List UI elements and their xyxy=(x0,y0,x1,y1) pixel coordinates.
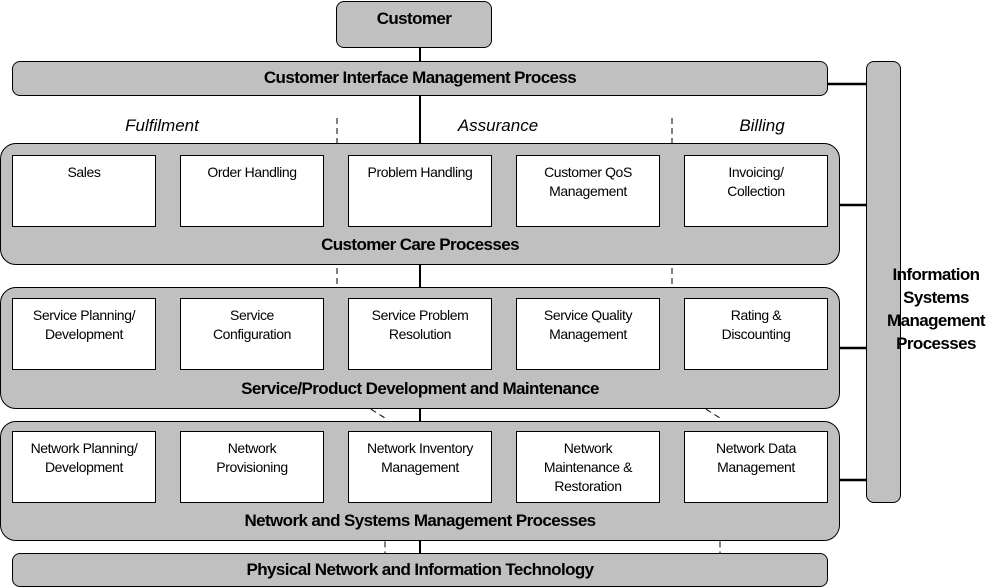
process-box-rating-discounting: Rating & Discounting xyxy=(684,298,828,370)
column-heading-assurance: Assurance xyxy=(457,116,539,135)
physical-network-label: Physical Network and Information Technol… xyxy=(246,560,595,579)
physical-network-bar: Physical Network and Information Technol… xyxy=(12,553,828,587)
process-box-network-planning: Network Planning/ Development xyxy=(12,431,156,503)
customer-label: Customer xyxy=(376,9,452,28)
process-box-service-quality-management: Service Quality Management xyxy=(516,298,660,370)
process-box-order-handling: Order Handling xyxy=(180,155,324,227)
process-box-service-problem-resolution: Service Problem Resolution xyxy=(348,298,492,370)
process-box-network-inventory-management: Network Inventory Management xyxy=(348,431,492,503)
info-systems-bar xyxy=(866,61,901,503)
process-box-sales: Sales xyxy=(12,155,156,227)
customer-interface-label: Customer Interface Management Process xyxy=(263,68,577,87)
process-box-problem-handling: Problem Handling xyxy=(348,155,492,227)
customer-box: Customer xyxy=(336,1,492,48)
process-box-invoicing-collection: Invoicing/ Collection xyxy=(684,155,828,227)
customer-care-label: Customer Care Processes xyxy=(321,235,519,254)
info-systems-label: Information Systems Management Processes xyxy=(887,265,986,353)
process-box-service-planning: Service Planning/ Development xyxy=(12,298,156,370)
process-box-network-maintenance-restoration: Network Maintenance & Restoration xyxy=(516,431,660,503)
column-heading-fulfilment: Fulfilment xyxy=(125,116,199,135)
customer-interface-bar: Customer Interface Management Process xyxy=(12,61,828,96)
service-development-label: Service/Product Development and Maintena… xyxy=(241,379,599,398)
process-box-customer-qos-management: Customer QoS Management xyxy=(516,155,660,227)
process-box-network-data-management: Network Data Management xyxy=(684,431,828,503)
process-box-service-configuration: Service Configuration xyxy=(180,298,324,370)
process-box-network-provisioning: Network Provisioning xyxy=(180,431,324,503)
network-management-label: Network and Systems Management Processes xyxy=(244,511,596,530)
column-heading-billing: Billing xyxy=(739,116,785,135)
